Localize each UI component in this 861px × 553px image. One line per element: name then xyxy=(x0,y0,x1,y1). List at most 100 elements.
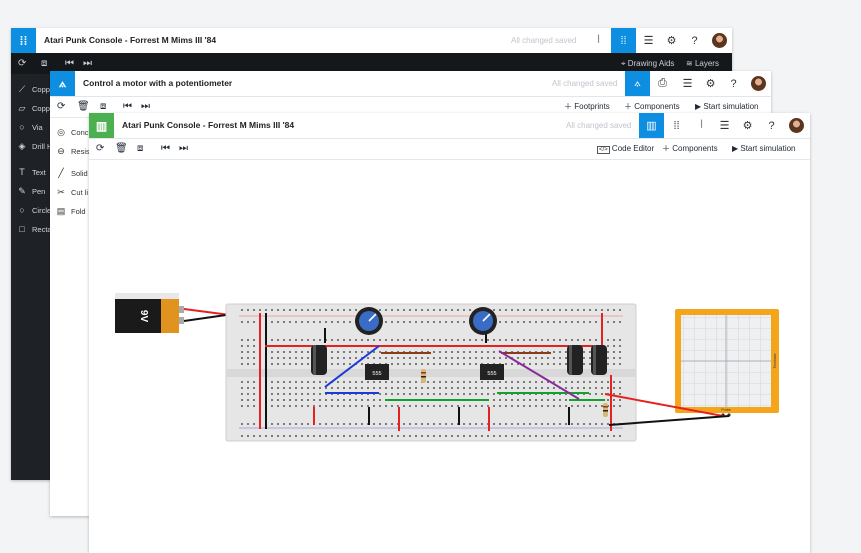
fit-icon[interactable]: ⧈ xyxy=(137,143,144,154)
sidebar-item-label: Resis xyxy=(71,147,90,156)
rotate-icon[interactable]: ⟳ xyxy=(57,101,66,112)
sidebar-item-label: Fold xyxy=(71,207,86,216)
pcb-toolbar: ⟳ ⧈ ⏮ ⏭ ⌖ Drawing Aids ≋ Layers xyxy=(11,53,732,74)
breadboard-toolbar: ⟳ 🗑 ⧈ ⏮ ⏭ </> Code Editor ＋ Components ▶… xyxy=(89,138,810,160)
sidebar-item-cut-line[interactable]: ✂Cut li xyxy=(50,183,88,202)
code-icon: </> xyxy=(597,146,610,154)
oscilloscope-bottom-label: Probe xyxy=(721,408,730,412)
trash-icon[interactable]: 🗑 xyxy=(77,101,90,112)
capacitor[interactable] xyxy=(591,345,607,375)
pcb-saved-status: All changed saved xyxy=(511,36,577,45)
list-icon[interactable]: ☰ xyxy=(643,35,654,47)
sidebar-item-drill-hole[interactable]: ◈Drill H xyxy=(11,137,53,156)
wire-probe-black[interactable] xyxy=(608,415,730,426)
schematic-logo-icon[interactable]: ⟑ xyxy=(50,71,75,96)
sidebar-item-circle[interactable]: ○Circle xyxy=(11,201,51,220)
footprints-button[interactable]: ＋ Footprints xyxy=(564,102,610,111)
start-simulation-button[interactable]: ▶ Start simulation xyxy=(695,102,759,111)
pcb-view-icon[interactable]: ⁞⁞ xyxy=(673,119,680,132)
breadboard-canvas[interactable]: 9V xyxy=(89,163,810,553)
components-label: Components xyxy=(634,102,680,111)
sidebar-item-label: Via xyxy=(32,123,43,132)
last-icon[interactable]: ⏭ xyxy=(83,58,92,69)
help-icon[interactable]: ? xyxy=(768,119,775,132)
first-icon[interactable]: ⏮ xyxy=(65,58,74,69)
last-icon[interactable]: ⏭ xyxy=(179,143,188,154)
start-simulation-button[interactable]: ▶ Start simulation xyxy=(732,144,796,153)
avatar[interactable] xyxy=(751,76,766,91)
breadboard-view-icon[interactable]: ▥ xyxy=(639,113,664,138)
fit-icon[interactable]: ⧈ xyxy=(41,58,48,69)
gear-icon[interactable]: ⚙ xyxy=(666,35,677,47)
schematic-saved-status: All changed saved xyxy=(552,79,618,88)
sidebar-item-copper-trace[interactable]: ⟋Copp xyxy=(11,80,50,99)
breadboard-saved-status: All changed saved xyxy=(566,121,632,130)
fit-icon[interactable]: ⧈ xyxy=(100,101,107,112)
potentiometer[interactable] xyxy=(355,307,383,335)
sidebar-item-copper-pour[interactable]: ▱Copp xyxy=(11,99,50,118)
list-icon[interactable]: ☰ xyxy=(719,120,730,132)
trash-icon[interactable]: 🗑 xyxy=(115,143,128,154)
sidebar-item-label: Cut li xyxy=(71,188,89,197)
chip-555[interactable]: 555 xyxy=(365,364,389,380)
components-button[interactable]: ＋ Components xyxy=(662,144,718,153)
resistor[interactable] xyxy=(421,369,426,383)
sidebar-item-fold[interactable]: ▤Fold xyxy=(50,202,86,221)
sidebar-item-connector[interactable]: ◎Conc xyxy=(50,123,88,142)
capacitor[interactable] xyxy=(567,345,583,375)
resistor[interactable] xyxy=(603,403,608,417)
footprints-label: Footprints xyxy=(574,102,610,111)
gear-icon[interactable]: ⚙ xyxy=(742,120,753,132)
print-icon[interactable]: ⎙ xyxy=(658,77,667,89)
last-icon[interactable]: ⏭ xyxy=(141,101,150,112)
code-editor-button[interactable]: </> Code Editor xyxy=(592,141,659,156)
help-icon[interactable]: ? xyxy=(730,77,737,90)
battery-9v[interactable]: 9V xyxy=(115,293,184,333)
via-icon: ○ xyxy=(19,122,25,132)
pcb-logo-icon[interactable]: ⁞⁞ xyxy=(11,28,36,53)
schematic-title: Control a motor with a potentiometer xyxy=(83,78,233,88)
potentiometer[interactable] xyxy=(469,307,497,335)
layers-button[interactable]: ≋ Layers xyxy=(686,59,719,68)
capacitor[interactable] xyxy=(311,345,327,375)
list-icon[interactable]: ☰ xyxy=(682,78,693,90)
sidebar-item-rectangle[interactable]: □ Recta xyxy=(11,220,52,239)
connector-icon: ◎ xyxy=(57,127,65,137)
resistor-icon: ⊖ xyxy=(57,146,65,156)
code-editor-label: Code Editor xyxy=(611,144,655,153)
rectangle-icon: □ xyxy=(19,224,25,234)
first-icon[interactable]: ⏮ xyxy=(161,143,170,154)
schematic-view-icon[interactable]: ⦚ xyxy=(597,34,600,46)
avatar[interactable] xyxy=(789,118,804,133)
sidebar-item-label: Copp xyxy=(32,104,50,113)
pcb-view-icon[interactable]: ⁞⁞ xyxy=(611,28,636,53)
help-icon[interactable]: ? xyxy=(691,34,698,47)
components-label: Components xyxy=(672,144,718,153)
sidebar-item-solid-line[interactable]: ╱Solid xyxy=(50,164,87,183)
breadboard-titlebar: ▥ Atari Punk Console - Forrest M Mims II… xyxy=(89,113,810,139)
breadboard-title: Atari Punk Console - Forrest M Mims III … xyxy=(122,120,295,130)
circle-icon: ○ xyxy=(19,205,25,215)
sidebar-item-label: Recta xyxy=(32,225,52,234)
wire-blue[interactable] xyxy=(324,345,380,388)
rotate-icon[interactable]: ⟳ xyxy=(18,58,27,69)
avatar[interactable] xyxy=(712,33,727,48)
schematic-view-icon[interactable]: ⟑ xyxy=(625,71,650,96)
chip-555[interactable]: 555 xyxy=(480,364,504,380)
schematic-view-icon[interactable]: ⦚ xyxy=(700,119,703,131)
breadboard-logo-icon[interactable]: ▥ xyxy=(89,113,114,138)
rotate-icon[interactable]: ⟳ xyxy=(96,143,105,154)
gear-icon[interactable]: ⚙ xyxy=(705,78,716,90)
drawing-aids-button[interactable]: ⌖ Drawing Aids xyxy=(621,59,675,68)
oscilloscope[interactable]: Timebase Probe xyxy=(675,309,779,417)
sidebar-item-resistor[interactable]: ⊖ Resis xyxy=(50,142,90,161)
breadboard[interactable] xyxy=(225,303,637,442)
sidebar-item-pen[interactable]: ✎Pen xyxy=(11,182,45,201)
wire-probe-red[interactable] xyxy=(604,393,724,417)
first-icon[interactable]: ⏮ xyxy=(123,101,132,112)
components-button[interactable]: ＋ Components xyxy=(624,102,680,111)
wire-purple[interactable] xyxy=(498,350,580,400)
sidebar-item-via[interactable]: ○ Via xyxy=(11,118,43,137)
start-simulation-label: Start simulation xyxy=(740,144,796,153)
